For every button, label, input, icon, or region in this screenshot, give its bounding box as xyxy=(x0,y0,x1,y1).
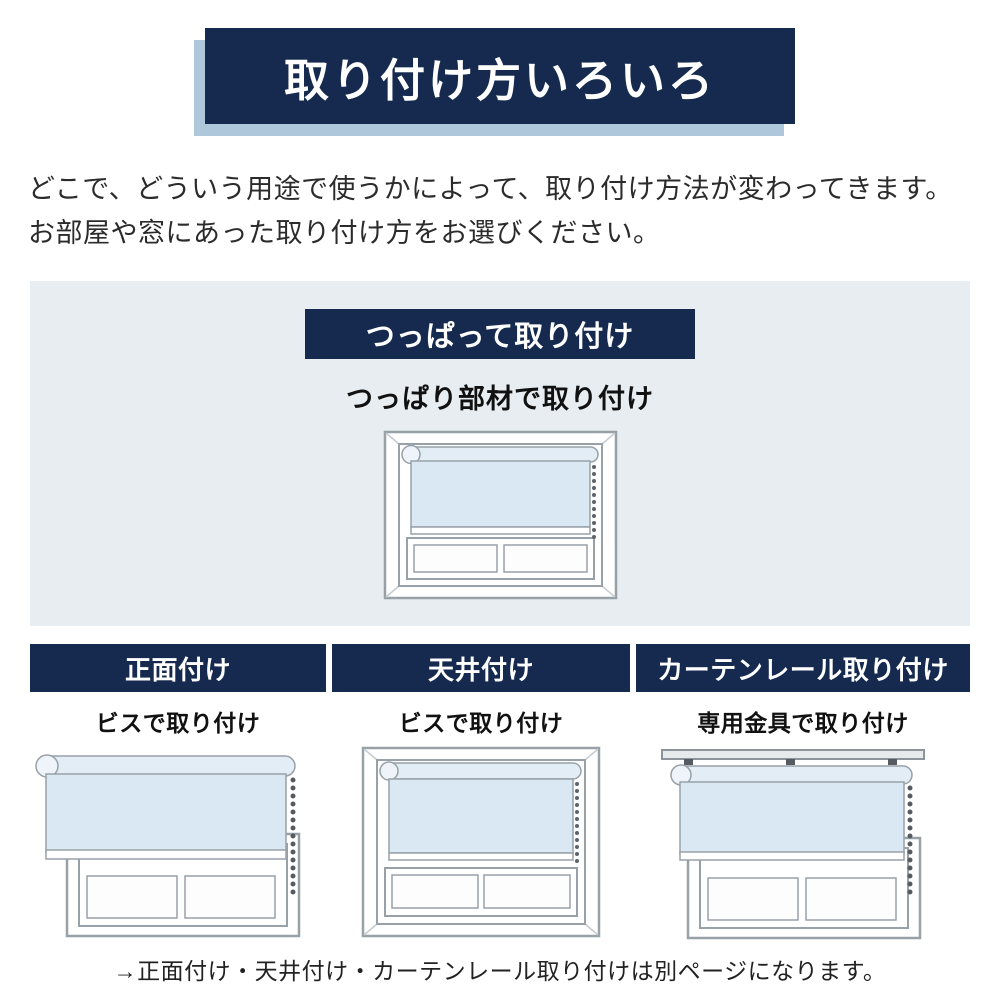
tension-mount-header-label: つっぱって取り付け xyxy=(365,321,635,354)
front-mount-illustration xyxy=(30,746,326,942)
roller-blind-icon xyxy=(35,754,296,861)
roller-blind-icon xyxy=(379,761,582,862)
ceiling-mount-header: 天井付け xyxy=(332,644,630,693)
intro-line-1: どこで、どういう用途で使うかによって、取り付け方法が変わってきます。 xyxy=(28,174,953,204)
curtain-rail-mount-caption: 専用金具で取り付け xyxy=(697,710,909,737)
method-column-front-mount: 正面付け ビスで取り付け xyxy=(30,644,326,942)
front-mount-header: 正面付け xyxy=(30,644,326,693)
intro-line-2: お部屋や窓にあった取り付け方をお選びください。 xyxy=(28,217,661,248)
ceiling-mount-caption: ビスで取り付け xyxy=(398,710,564,737)
front-mount-caption: ビスで取り付け xyxy=(95,710,261,737)
roller-blind-icon xyxy=(670,764,913,862)
page-title: 取り付け方いろいろ xyxy=(205,28,795,124)
window-icon xyxy=(686,837,922,940)
tension-mount-window-icon xyxy=(383,431,617,600)
intro-text: どこで、どういう用途で使うかによって、取り付け方法が変わってきます。 お部屋や窓… xyxy=(28,168,972,255)
curtain-rail-icon xyxy=(661,749,925,766)
roller-blind-icon xyxy=(400,445,599,536)
tension-mount-panel: つっぱって取り付け つっぱり部材で取り付け xyxy=(30,281,970,627)
mount-methods: 正面付け ビスで取り付け xyxy=(30,644,970,942)
method-column-ceiling-mount: 天井付け ビスで取り付け xyxy=(332,644,630,938)
method-column-curtain-rail-mount: カーテンレール取り付け 専用金具で取り付け xyxy=(636,644,970,942)
page-title-banner: 取り付け方いろいろ xyxy=(0,0,1000,124)
tension-mount-illustration xyxy=(30,430,970,600)
tension-mount-header: つっぱって取り付け xyxy=(305,309,695,360)
tension-mount-caption: つっぱり部材で取り付け xyxy=(346,384,654,415)
ceiling-mount-illustration xyxy=(332,746,630,938)
curtain-rail-mount-illustration xyxy=(636,746,970,942)
footnote: →正面付け・天井付け・カーテンレール取り付けは別ページになります。 xyxy=(113,958,887,985)
curtain-rail-mount-header: カーテンレール取り付け xyxy=(636,644,970,693)
